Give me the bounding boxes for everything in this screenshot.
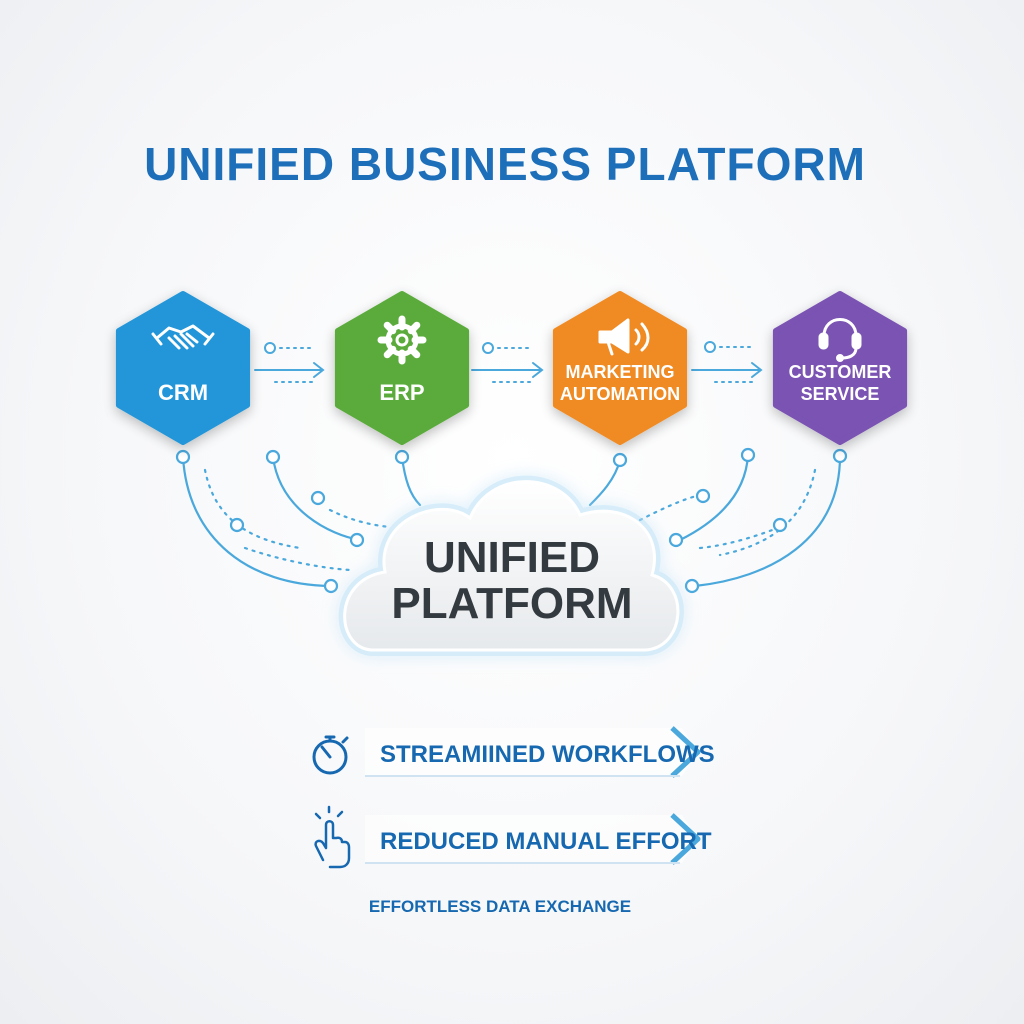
module-crm: CRM <box>115 291 251 445</box>
touch-hand-icon <box>314 805 351 869</box>
module-label-line1: CRM <box>158 380 208 405</box>
cloud-shape <box>343 480 680 652</box>
arrow-start-node <box>482 342 494 354</box>
module-label-line1: ERP <box>379 380 424 405</box>
arrow-head <box>532 362 544 378</box>
connector-curve <box>588 458 622 507</box>
megaphone-icon <box>598 318 650 356</box>
module-label-line2: AUTOMATION <box>560 384 680 404</box>
connector-node <box>175 449 191 465</box>
connector-dotted <box>328 508 392 529</box>
connector-node <box>832 448 848 464</box>
module-label-line2: SERVICE <box>801 384 880 404</box>
flow-arrows <box>254 341 763 383</box>
benefit-chevron <box>670 813 701 865</box>
benefit-item: REDUCED MANUAL EFFORT <box>314 805 712 869</box>
module-hexagon <box>115 291 251 445</box>
unified-platform-cloud: UNIFIED PLATFORM <box>338 475 684 656</box>
connector-node <box>265 449 281 465</box>
benefits-list: STREAMIINED WORKFLOWS REDUCED MANUAL EFF… <box>312 726 715 869</box>
connector-node <box>772 517 788 533</box>
arrow-start-node <box>264 342 276 354</box>
footer-caption: EFFORTLESS DATA EXCHANGE <box>369 897 631 916</box>
benefit-banner <box>365 728 698 776</box>
connector-node <box>740 447 756 463</box>
benefit-label: STREAMIINED WORKFLOWS <box>380 741 715 768</box>
module-hexagon <box>334 291 470 445</box>
connector-node <box>229 517 245 533</box>
connector-node <box>684 578 700 594</box>
benefit-banner <box>365 815 698 863</box>
connector-dotted <box>203 468 302 550</box>
module-hexagon <box>552 291 688 445</box>
connector-node <box>394 449 410 465</box>
module-label-line1: CUSTOMER <box>789 362 892 382</box>
module-hexagon <box>772 291 908 445</box>
connector-curve <box>678 453 750 542</box>
connector-curve <box>181 455 332 588</box>
connector-curve <box>271 455 362 542</box>
connector-nodes <box>175 447 848 594</box>
page-title: UNIFIED BUSINESS PLATFORM <box>144 138 866 190</box>
connector-node <box>695 488 711 504</box>
arrow-head <box>313 362 325 378</box>
benefit-item: STREAMIINED WORKFLOWS <box>312 726 715 778</box>
connector-node <box>668 532 684 548</box>
headset-icon <box>818 318 862 362</box>
connector-dotted <box>718 468 817 557</box>
connector-node <box>612 452 628 468</box>
connector-curve <box>400 455 422 507</box>
connector-dotted <box>243 546 352 572</box>
connector-node <box>310 490 326 506</box>
connector-node <box>349 532 365 548</box>
benefit-label: REDUCED MANUAL EFFORT <box>380 828 712 855</box>
benefit-chevron <box>670 726 701 778</box>
connector-dotted <box>638 493 702 522</box>
arrow-head <box>751 362 763 378</box>
connector-curve <box>693 454 842 588</box>
module-erp: ERP <box>334 291 470 445</box>
gear-icon <box>377 315 427 365</box>
connector-node <box>323 578 339 594</box>
module-label-line1: MARKETING <box>566 362 675 382</box>
connector-dotted <box>698 525 782 550</box>
handshake-icon <box>151 324 215 350</box>
hub-label-line1: UNIFIED <box>424 533 600 582</box>
stopwatch-icon <box>312 735 349 775</box>
hub-label-line2: PLATFORM <box>391 579 632 628</box>
arrow-start-node <box>704 341 716 353</box>
